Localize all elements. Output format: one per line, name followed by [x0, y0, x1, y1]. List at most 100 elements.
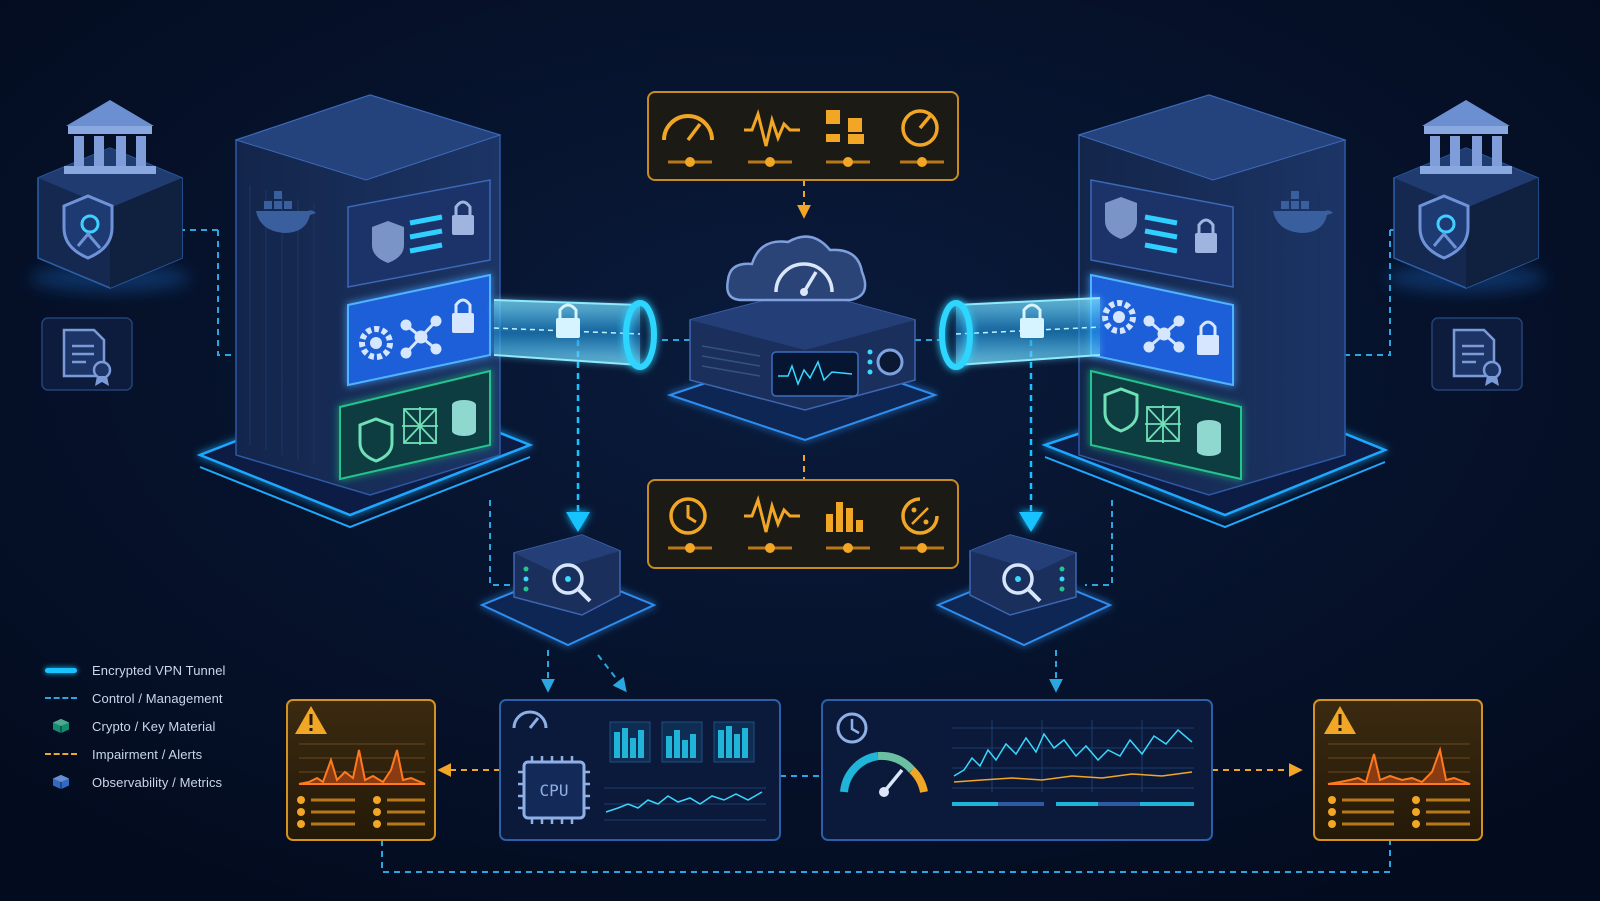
lock-icon	[1020, 303, 1044, 338]
search-icon	[1002, 563, 1042, 603]
vpn-tunnel-left	[493, 299, 657, 370]
alert-panel-left[interactable]	[286, 699, 436, 841]
cloud-speedometer-icon	[726, 235, 867, 302]
speedometer-icon	[662, 114, 714, 142]
alert-panel-right[interactable]	[1313, 699, 1483, 841]
legend-swatch	[44, 746, 78, 762]
traffic-probe-right[interactable]	[935, 534, 1113, 647]
impairment-panel-top[interactable]	[647, 91, 959, 181]
certificate-icon	[62, 328, 112, 386]
network-icon	[1143, 315, 1185, 353]
waveform-icon	[744, 108, 800, 147]
legend-swatch	[44, 690, 78, 706]
alert-spike-chart	[298, 749, 426, 785]
cpu-chip-icon: CPU	[518, 756, 590, 824]
topology-icon	[826, 110, 864, 144]
slider-handle[interactable]	[685, 157, 695, 167]
container-row-security[interactable]	[1090, 179, 1234, 288]
gear-icon	[359, 326, 393, 360]
vpn-tunnel-right	[939, 297, 1101, 370]
warning-icon	[295, 706, 327, 734]
cpu-label: CPU	[540, 781, 569, 800]
container-tower-left[interactable]	[196, 94, 534, 529]
legend-item: Crypto / Key Material	[44, 712, 294, 740]
legend-item: Encrypted VPN Tunnel	[44, 656, 294, 684]
warning-icon	[1324, 706, 1356, 734]
bank-node-right[interactable]	[1386, 100, 1546, 292]
bar-chart-icon	[826, 502, 863, 532]
lock-icon	[452, 200, 474, 235]
list-icon	[409, 214, 443, 254]
clock-icon	[836, 712, 868, 744]
slider-handle[interactable]	[843, 157, 853, 167]
slider-handle[interactable]	[917, 543, 927, 553]
bank-icon	[1420, 100, 1512, 174]
container-row-security[interactable]	[347, 179, 491, 288]
lock-icon	[452, 298, 474, 333]
traffic-probe-left[interactable]	[479, 534, 657, 647]
shield-icon	[1418, 194, 1470, 260]
slider-handle[interactable]	[685, 543, 695, 553]
legend-label: Crypto / Key Material	[92, 718, 216, 734]
legend-swatch	[44, 662, 78, 678]
legend-swatch	[44, 718, 78, 734]
container-tower-right[interactable]	[1041, 94, 1389, 529]
certificate-tile-left[interactable]	[41, 317, 133, 391]
search-icon	[552, 563, 592, 603]
cube-icon	[53, 774, 69, 790]
mesh-icon	[1145, 405, 1181, 443]
database-icon	[452, 400, 476, 436]
bank-icon	[64, 100, 156, 174]
clock-icon	[669, 497, 707, 535]
container-row-control[interactable]	[347, 273, 491, 387]
slider-handle[interactable]	[765, 543, 775, 553]
cpu-trend-line	[605, 791, 763, 813]
docker-whale-icon	[1273, 191, 1333, 233]
legend-label: Observability / Metrics	[92, 774, 223, 790]
metrics-panel-cpu[interactable]: CPU	[499, 699, 781, 841]
latency-trend-line	[953, 728, 1193, 777]
cube-icon	[53, 718, 69, 734]
mesh-icon	[402, 407, 438, 445]
container-row-crypto[interactable]	[339, 369, 491, 481]
speedometer-icon	[512, 710, 548, 729]
percent-icon	[901, 497, 939, 535]
alert-lines	[437, 180, 1303, 777]
container-row-control[interactable]	[1090, 273, 1234, 387]
docker-whale-icon	[256, 191, 316, 233]
alert-spike-chart	[1327, 746, 1471, 785]
network-icon	[400, 315, 442, 359]
slider-handle[interactable]	[917, 157, 927, 167]
legend-label: Control / Management	[92, 690, 223, 706]
slider-handle[interactable]	[843, 543, 853, 553]
baseline-trend-line	[953, 771, 1193, 783]
waveform-display	[771, 351, 859, 397]
legend-swatch	[44, 774, 78, 790]
utilization-grid	[609, 721, 755, 763]
latency-gauge	[840, 751, 928, 797]
lock-icon	[556, 303, 580, 338]
waveform-icon	[744, 494, 800, 533]
tap-arrow-right	[1019, 512, 1043, 532]
gauge-icon	[901, 109, 939, 147]
network-emulator-appliance[interactable]	[666, 235, 939, 442]
shield-icon	[1105, 197, 1137, 239]
legend-item: Control / Management	[44, 684, 294, 712]
container-row-crypto[interactable]	[1090, 369, 1242, 481]
list-icon	[1144, 214, 1178, 254]
metrics-panel-latency[interactable]	[821, 699, 1213, 841]
control-knob[interactable]	[876, 348, 904, 376]
impairment-panel-bottom[interactable]	[647, 479, 959, 569]
slider-handle[interactable]	[765, 157, 775, 167]
lock-icon	[1195, 218, 1217, 253]
shield-icon	[1103, 387, 1139, 433]
lock-icon	[1197, 320, 1219, 355]
certificate-icon	[1452, 328, 1502, 386]
shield-icon	[358, 417, 394, 463]
certificate-tile-right[interactable]	[1431, 317, 1523, 391]
bank-node-left[interactable]	[30, 100, 190, 292]
tap-arrow-left	[566, 512, 590, 532]
database-icon	[1197, 420, 1221, 456]
